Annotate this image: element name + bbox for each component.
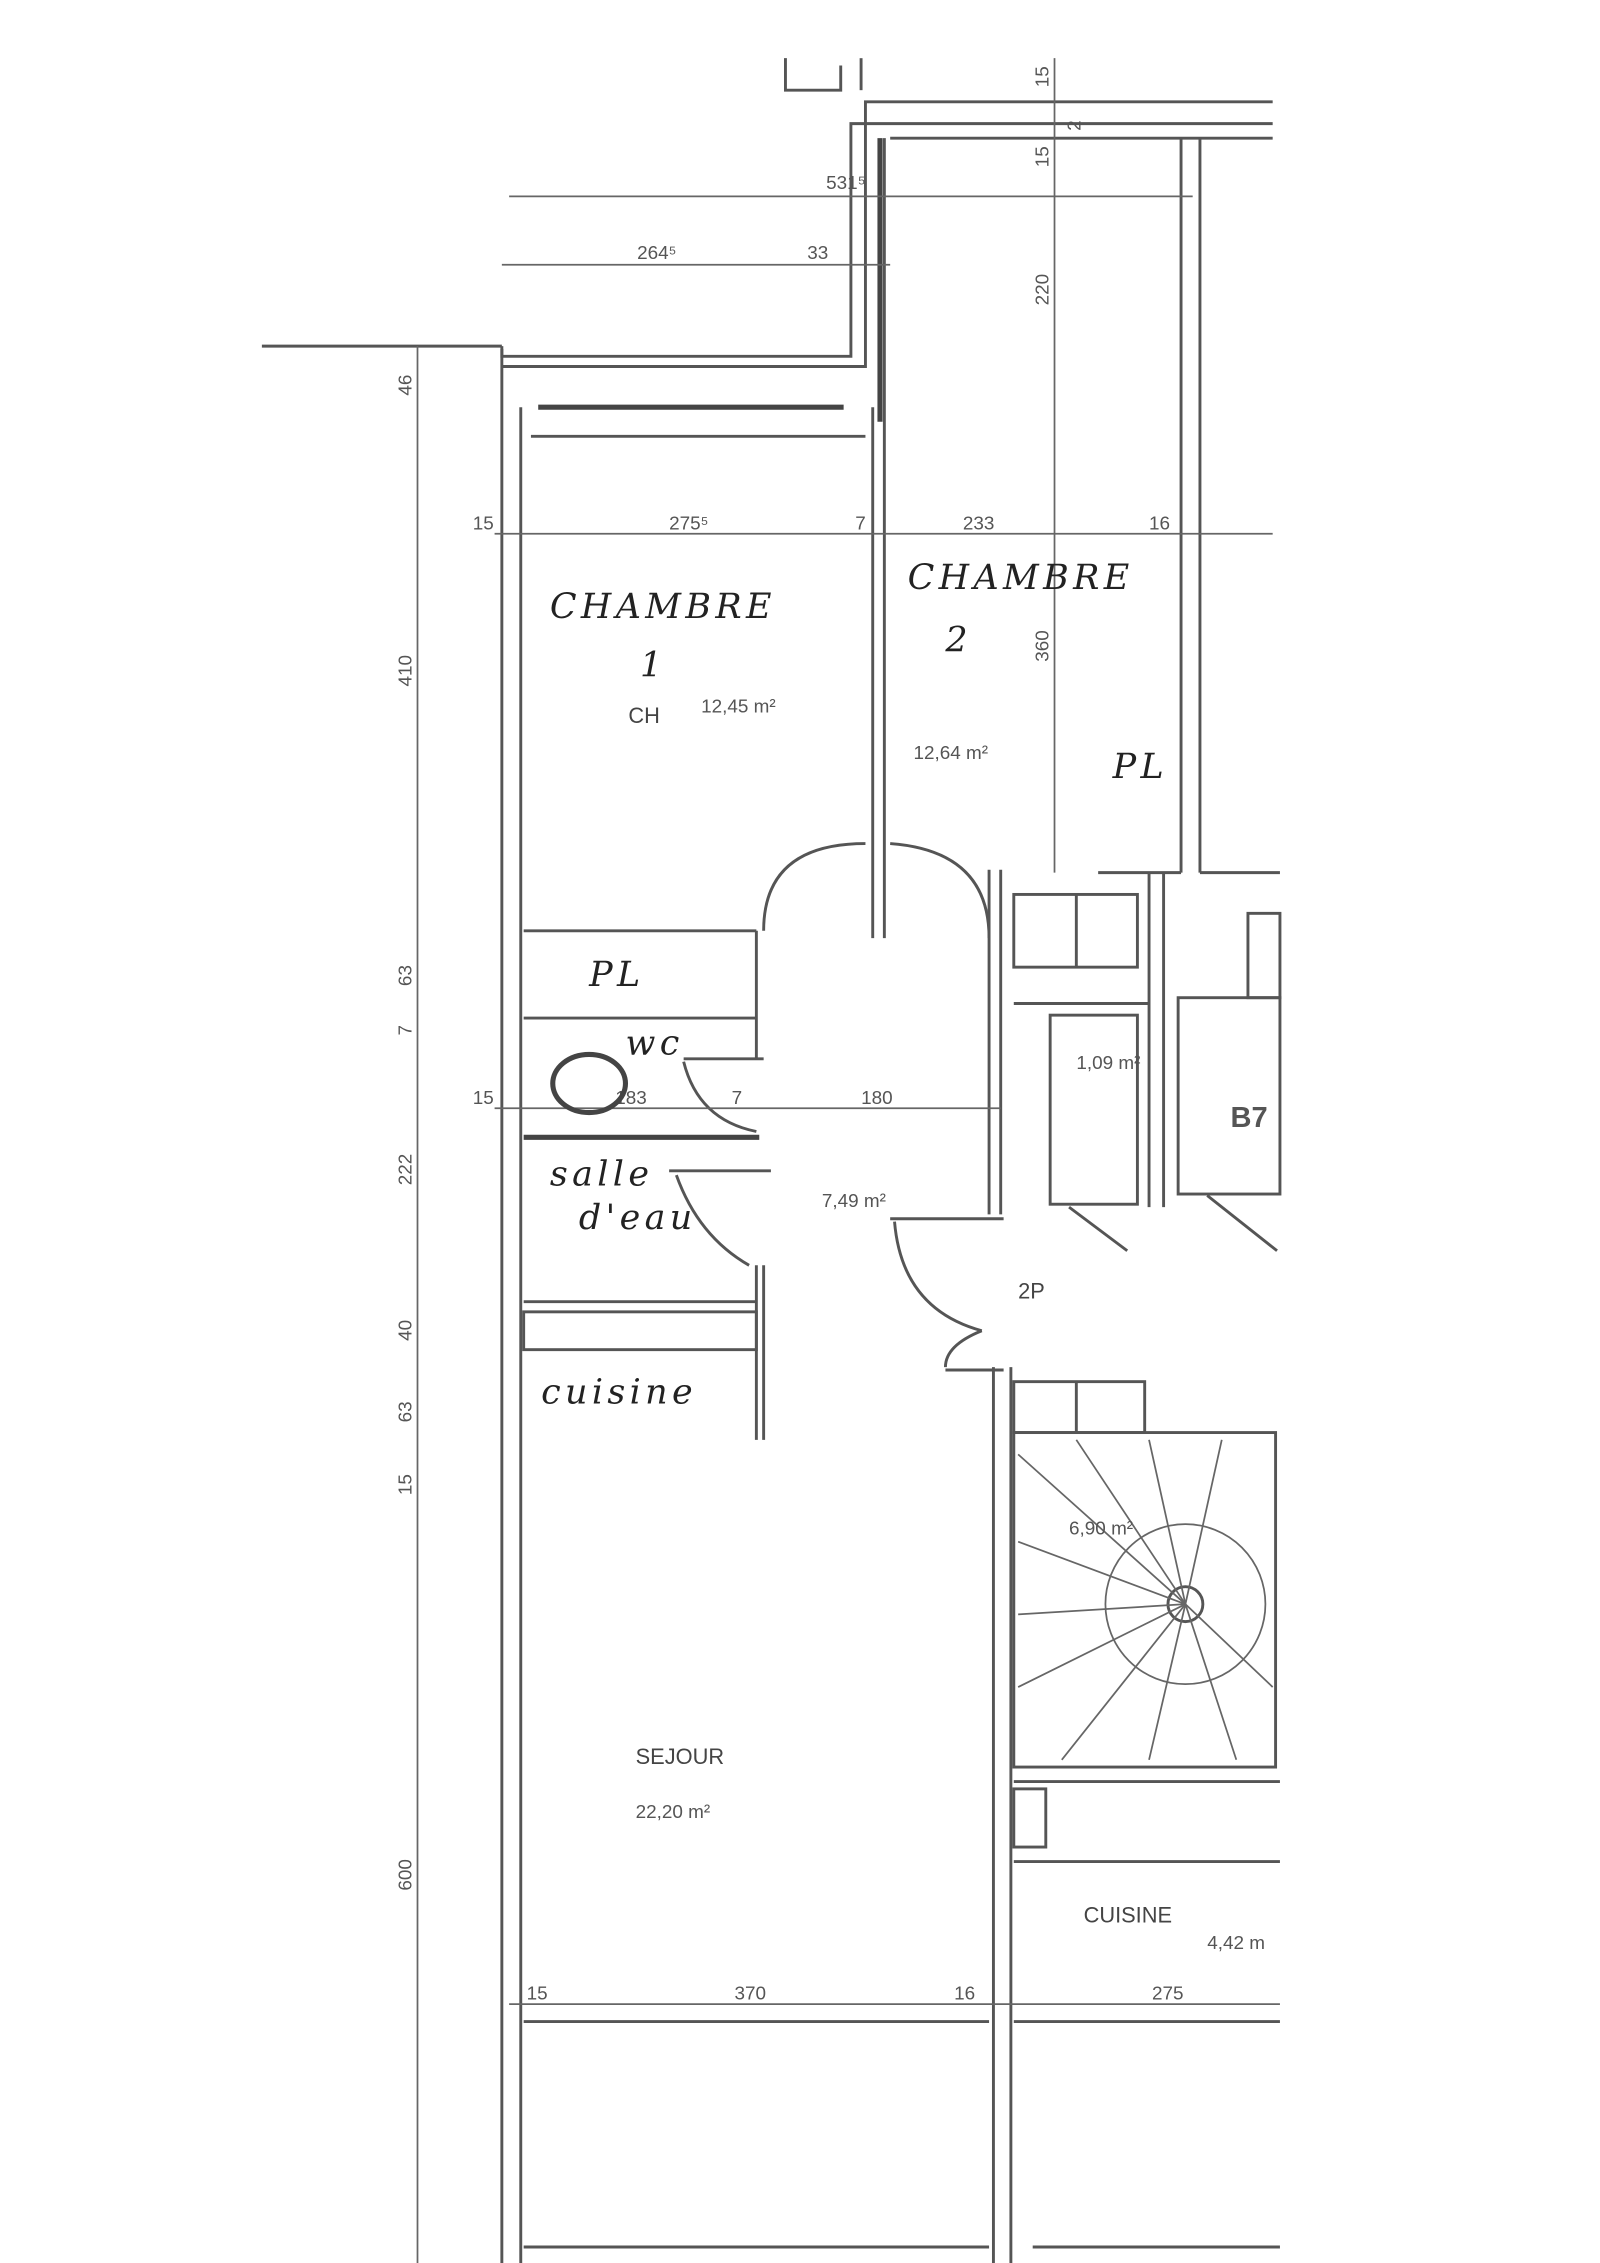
dim-row1-a: 15 <box>473 513 494 534</box>
dim-15a: 15 <box>1033 66 1054 87</box>
dim-63b: 63 <box>396 1401 417 1422</box>
walls <box>261 58 1282 2263</box>
chambre1-number: 1 <box>640 645 667 685</box>
dim-33: 33 <box>807 243 828 264</box>
salle-label: salle <box>550 1154 654 1194</box>
sejour-label: SEJOUR <box>636 1744 724 1769</box>
room-labels: CHAMBRE 1 CH 12,45 m² CHAMBRE 2 12,64 m²… <box>541 558 1268 1954</box>
chambre1-code: CH <box>628 703 659 728</box>
dim-7: 7 <box>396 1025 417 1036</box>
dimension-labels: 531⁵ 264⁵ 33 15 2 15 220 360 46 410 63 7… <box>396 66 1184 2005</box>
dim-360: 360 <box>1033 630 1054 662</box>
cuisine-handwritten: cuisine <box>541 1372 697 1412</box>
spiral-stairs <box>1017 1439 1274 1761</box>
pl-left-label: PL <box>588 955 644 995</box>
chambre2-area: 12,64 m² <box>913 743 988 764</box>
dim-row2-a: 15 <box>473 1088 494 1109</box>
toilet-icon <box>550 1051 629 1116</box>
dim-63a: 63 <box>396 965 417 986</box>
dim-222: 222 <box>396 1154 417 1186</box>
dim-row2-d: 180 <box>861 1088 893 1109</box>
dim-row1-c: 7 <box>855 513 866 534</box>
wc-label: wc <box>625 1023 683 1063</box>
dim-row1-e: 16 <box>1149 513 1170 534</box>
dim-row2-c: 7 <box>732 1088 743 1109</box>
chambre1-area: 12,45 m² <box>701 697 776 718</box>
pl-right-label: PL <box>1112 747 1168 787</box>
chambre2-handwritten: CHAMBRE <box>908 558 1134 598</box>
dim-row1-b: 275⁵ <box>669 513 708 534</box>
chambre2-number: 2 <box>944 621 972 661</box>
dim-46: 46 <box>396 375 417 396</box>
stairs-area: 6,90 m² <box>1069 1518 1133 1539</box>
dim-row3-d: 275 <box>1152 1984 1184 2005</box>
dimension-lines <box>416 58 1280 2263</box>
dim-531: 531⁵ <box>826 173 865 194</box>
dim-row1-d: 233 <box>963 513 995 534</box>
dim-264: 264⁵ <box>637 243 676 264</box>
cuisine-label: CUISINE <box>1084 1903 1172 1928</box>
dim-600: 600 <box>396 1859 417 1891</box>
deau-label: d'eau <box>579 1198 697 1238</box>
dim-15b: 15 <box>1033 146 1054 167</box>
dim-40: 40 <box>396 1320 417 1341</box>
dim-row3-b: 370 <box>735 1984 767 2005</box>
chambre1-handwritten: CHAMBRE <box>550 587 776 627</box>
dim-220: 220 <box>1033 274 1054 306</box>
dim-row3-a: 15 <box>527 1984 548 2005</box>
cuisine-area: 4,42 m <box>1207 1933 1265 1954</box>
entry-area: 7,49 m² <box>822 1191 886 1212</box>
closet-area: 1,09 m² <box>1076 1053 1140 1074</box>
dim-2: 2 <box>1065 120 1086 131</box>
dim-15: 15 <box>396 1474 417 1495</box>
dim-row3-c: 16 <box>954 1984 975 2005</box>
sejour-area: 22,20 m² <box>636 1802 711 1823</box>
b7-label: B7 <box>1230 1102 1267 1134</box>
apartment-type: 2P <box>1018 1279 1045 1304</box>
dim-410: 410 <box>396 655 417 687</box>
